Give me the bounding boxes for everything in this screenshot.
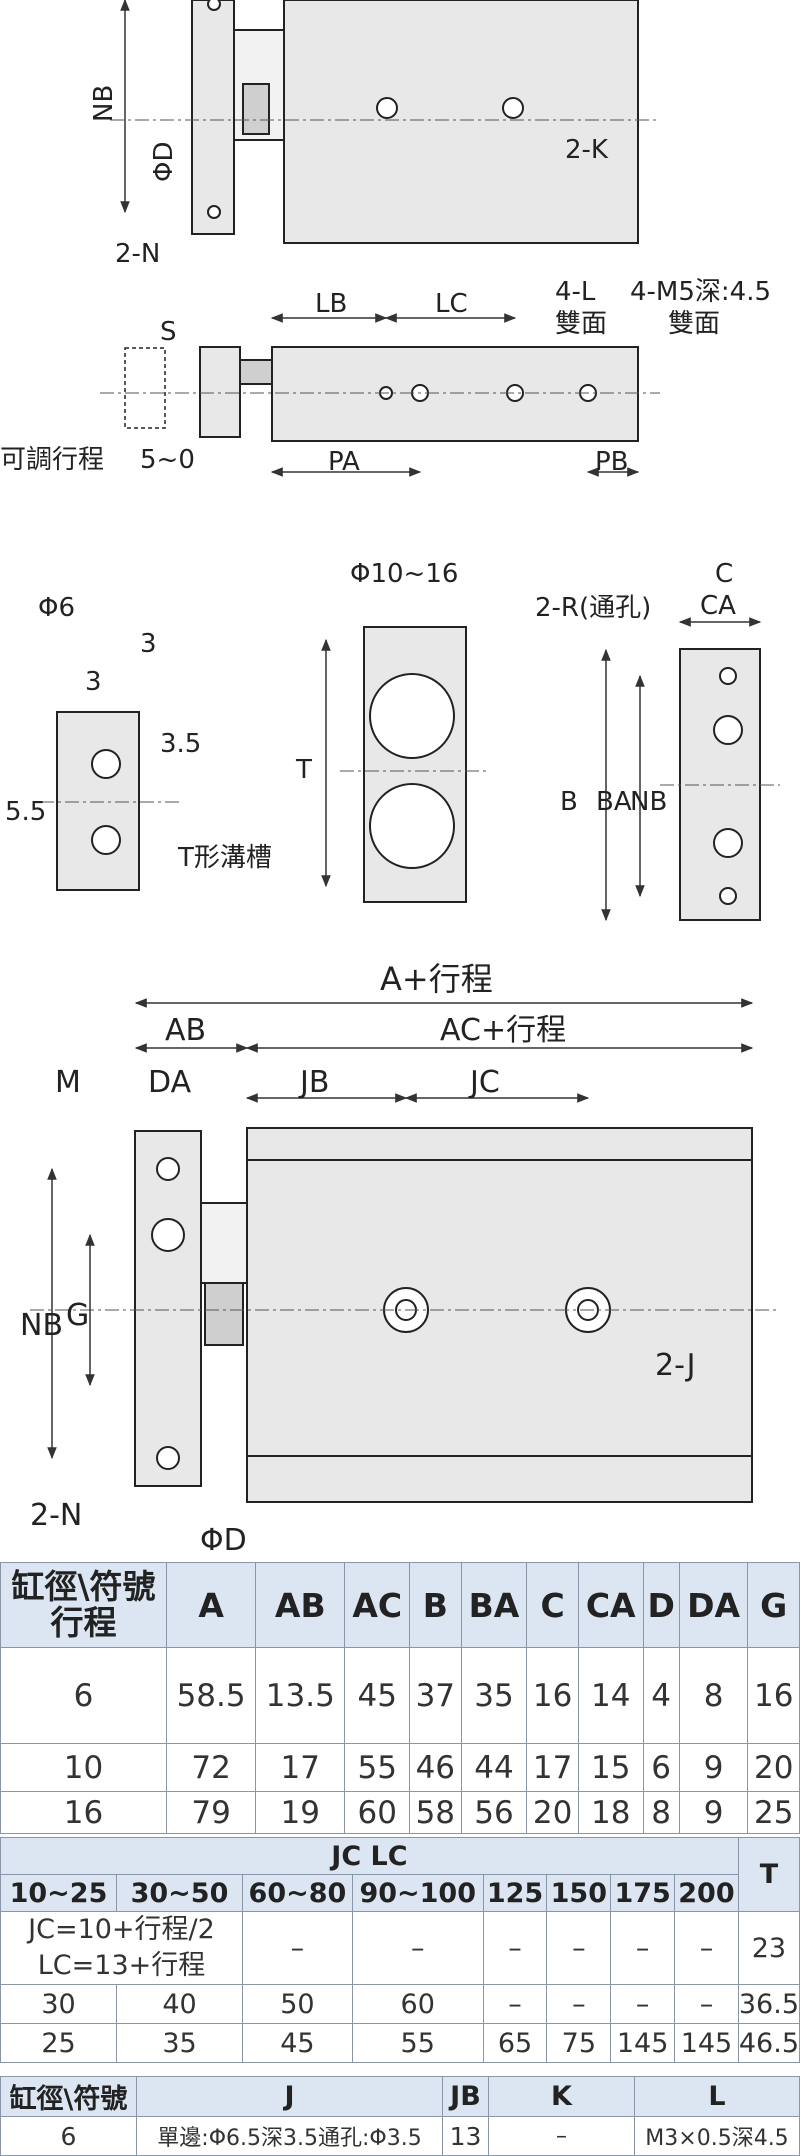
top-view-body xyxy=(283,0,639,244)
top-view-end-plate xyxy=(191,0,235,235)
table-row: JC=10+行程/2 LC=13+行程 –––––– 23 xyxy=(0,1911,800,1985)
side-range-label: 5~0 xyxy=(140,445,195,475)
side-both1-label: 雙面 xyxy=(555,309,607,339)
t1-h-A: A xyxy=(165,1562,257,1648)
main-phid-label: ΦD xyxy=(200,1523,247,1558)
t1-h-B: B xyxy=(409,1562,462,1648)
side-m5-label: 4-M5深:4.5 xyxy=(630,277,771,307)
main-n-label: 2-N xyxy=(30,1498,82,1533)
end-c-label: C xyxy=(715,559,733,589)
side-lb-label: LB xyxy=(315,289,347,319)
side-lc-label: LC xyxy=(435,289,468,319)
t1-h-D: D xyxy=(642,1562,680,1648)
main-ab-label: AB xyxy=(165,1013,206,1048)
t2-t-header: T xyxy=(737,1837,800,1912)
main-m-label: M xyxy=(55,1065,81,1100)
dim-55: 5.5 xyxy=(5,797,46,827)
end-ca-label: CA xyxy=(700,591,736,621)
side-pa-label: PA xyxy=(328,447,360,477)
table-row: 6 單邊:Φ6.5深3.5通孔:Φ3.5 13 – M3×0.5深4.5 xyxy=(0,2116,800,2156)
side-adjustable-label: 可調行程 xyxy=(0,445,104,475)
top-nb-label: NB xyxy=(89,85,119,122)
t1-h-AC: AC xyxy=(344,1562,411,1648)
t1-h-G: G xyxy=(747,1562,800,1648)
top-k-label: 2-K xyxy=(565,135,609,165)
main-j-label: 2-J xyxy=(655,1348,695,1383)
main-g-label: G xyxy=(66,1298,89,1333)
top-n-label: 2-N xyxy=(115,239,160,269)
main-nb-label: NB xyxy=(20,1308,63,1343)
end-ba-label: BA xyxy=(596,787,632,817)
dimension-table-j-k-l: 缸徑\符號 J JB K L 6 單邊:Φ6.5深3.5通孔:Φ3.5 13 –… xyxy=(0,2076,800,2156)
t1-h-BA: BA xyxy=(460,1562,528,1648)
dim-35: 3.5 xyxy=(160,729,201,759)
technical-drawing: NB ΦD 2-K 2-N LB LC 4-L 雙面 4-M5深:4.5 雙面 … xyxy=(0,0,780,1558)
main-ac-label: AC+行程 xyxy=(440,1013,566,1048)
formula-lc: LC=13+行程 xyxy=(37,1950,206,1981)
dimension-table-jc-lc: JC LC T 10~25 30~50 60~80 90~100 125 150… xyxy=(0,1837,800,2063)
dim-3a: 3 xyxy=(140,629,157,659)
section-phi10-label: Φ10~16 xyxy=(350,559,458,589)
t1-h-AB: AB xyxy=(255,1562,346,1648)
t-slot-label: T形溝槽 xyxy=(177,843,272,873)
main-view-body xyxy=(246,1127,753,1503)
t1-header-stroke: 行程 xyxy=(50,1603,117,1642)
main-jb-label: JB xyxy=(298,1065,329,1100)
t1-h-C: C xyxy=(526,1562,579,1648)
section-phi6-label: Φ6 xyxy=(38,593,75,623)
side-s-label: S xyxy=(160,317,177,347)
section-phi6 xyxy=(56,711,140,891)
main-a-label: A+行程 xyxy=(380,960,493,998)
end-b-label: B xyxy=(560,787,578,817)
t1-h-DA: DA xyxy=(678,1562,749,1648)
top-phid-label: ΦD xyxy=(149,142,179,183)
side-l-label: 4-L xyxy=(555,277,596,307)
main-jc-label: JC xyxy=(468,1065,500,1100)
t2-group-header: JC LC xyxy=(0,1837,739,1875)
t1-header-bore: 缸徑\符號 xyxy=(11,1567,156,1606)
dim-3b: 3 xyxy=(85,667,102,697)
section-t-label: T xyxy=(295,755,312,785)
t1-h-CA: CA xyxy=(577,1562,644,1648)
main-view-end-plate xyxy=(134,1130,202,1487)
end-nb-label: NB xyxy=(630,787,667,817)
main-da-label: DA xyxy=(148,1065,192,1100)
r-holes-label: 2-R(通孔) xyxy=(535,593,651,623)
side-pb-label: PB xyxy=(595,447,629,477)
side-both2-label: 雙面 xyxy=(668,309,720,339)
formula-jc: JC=10+行程/2 xyxy=(28,1914,215,1945)
